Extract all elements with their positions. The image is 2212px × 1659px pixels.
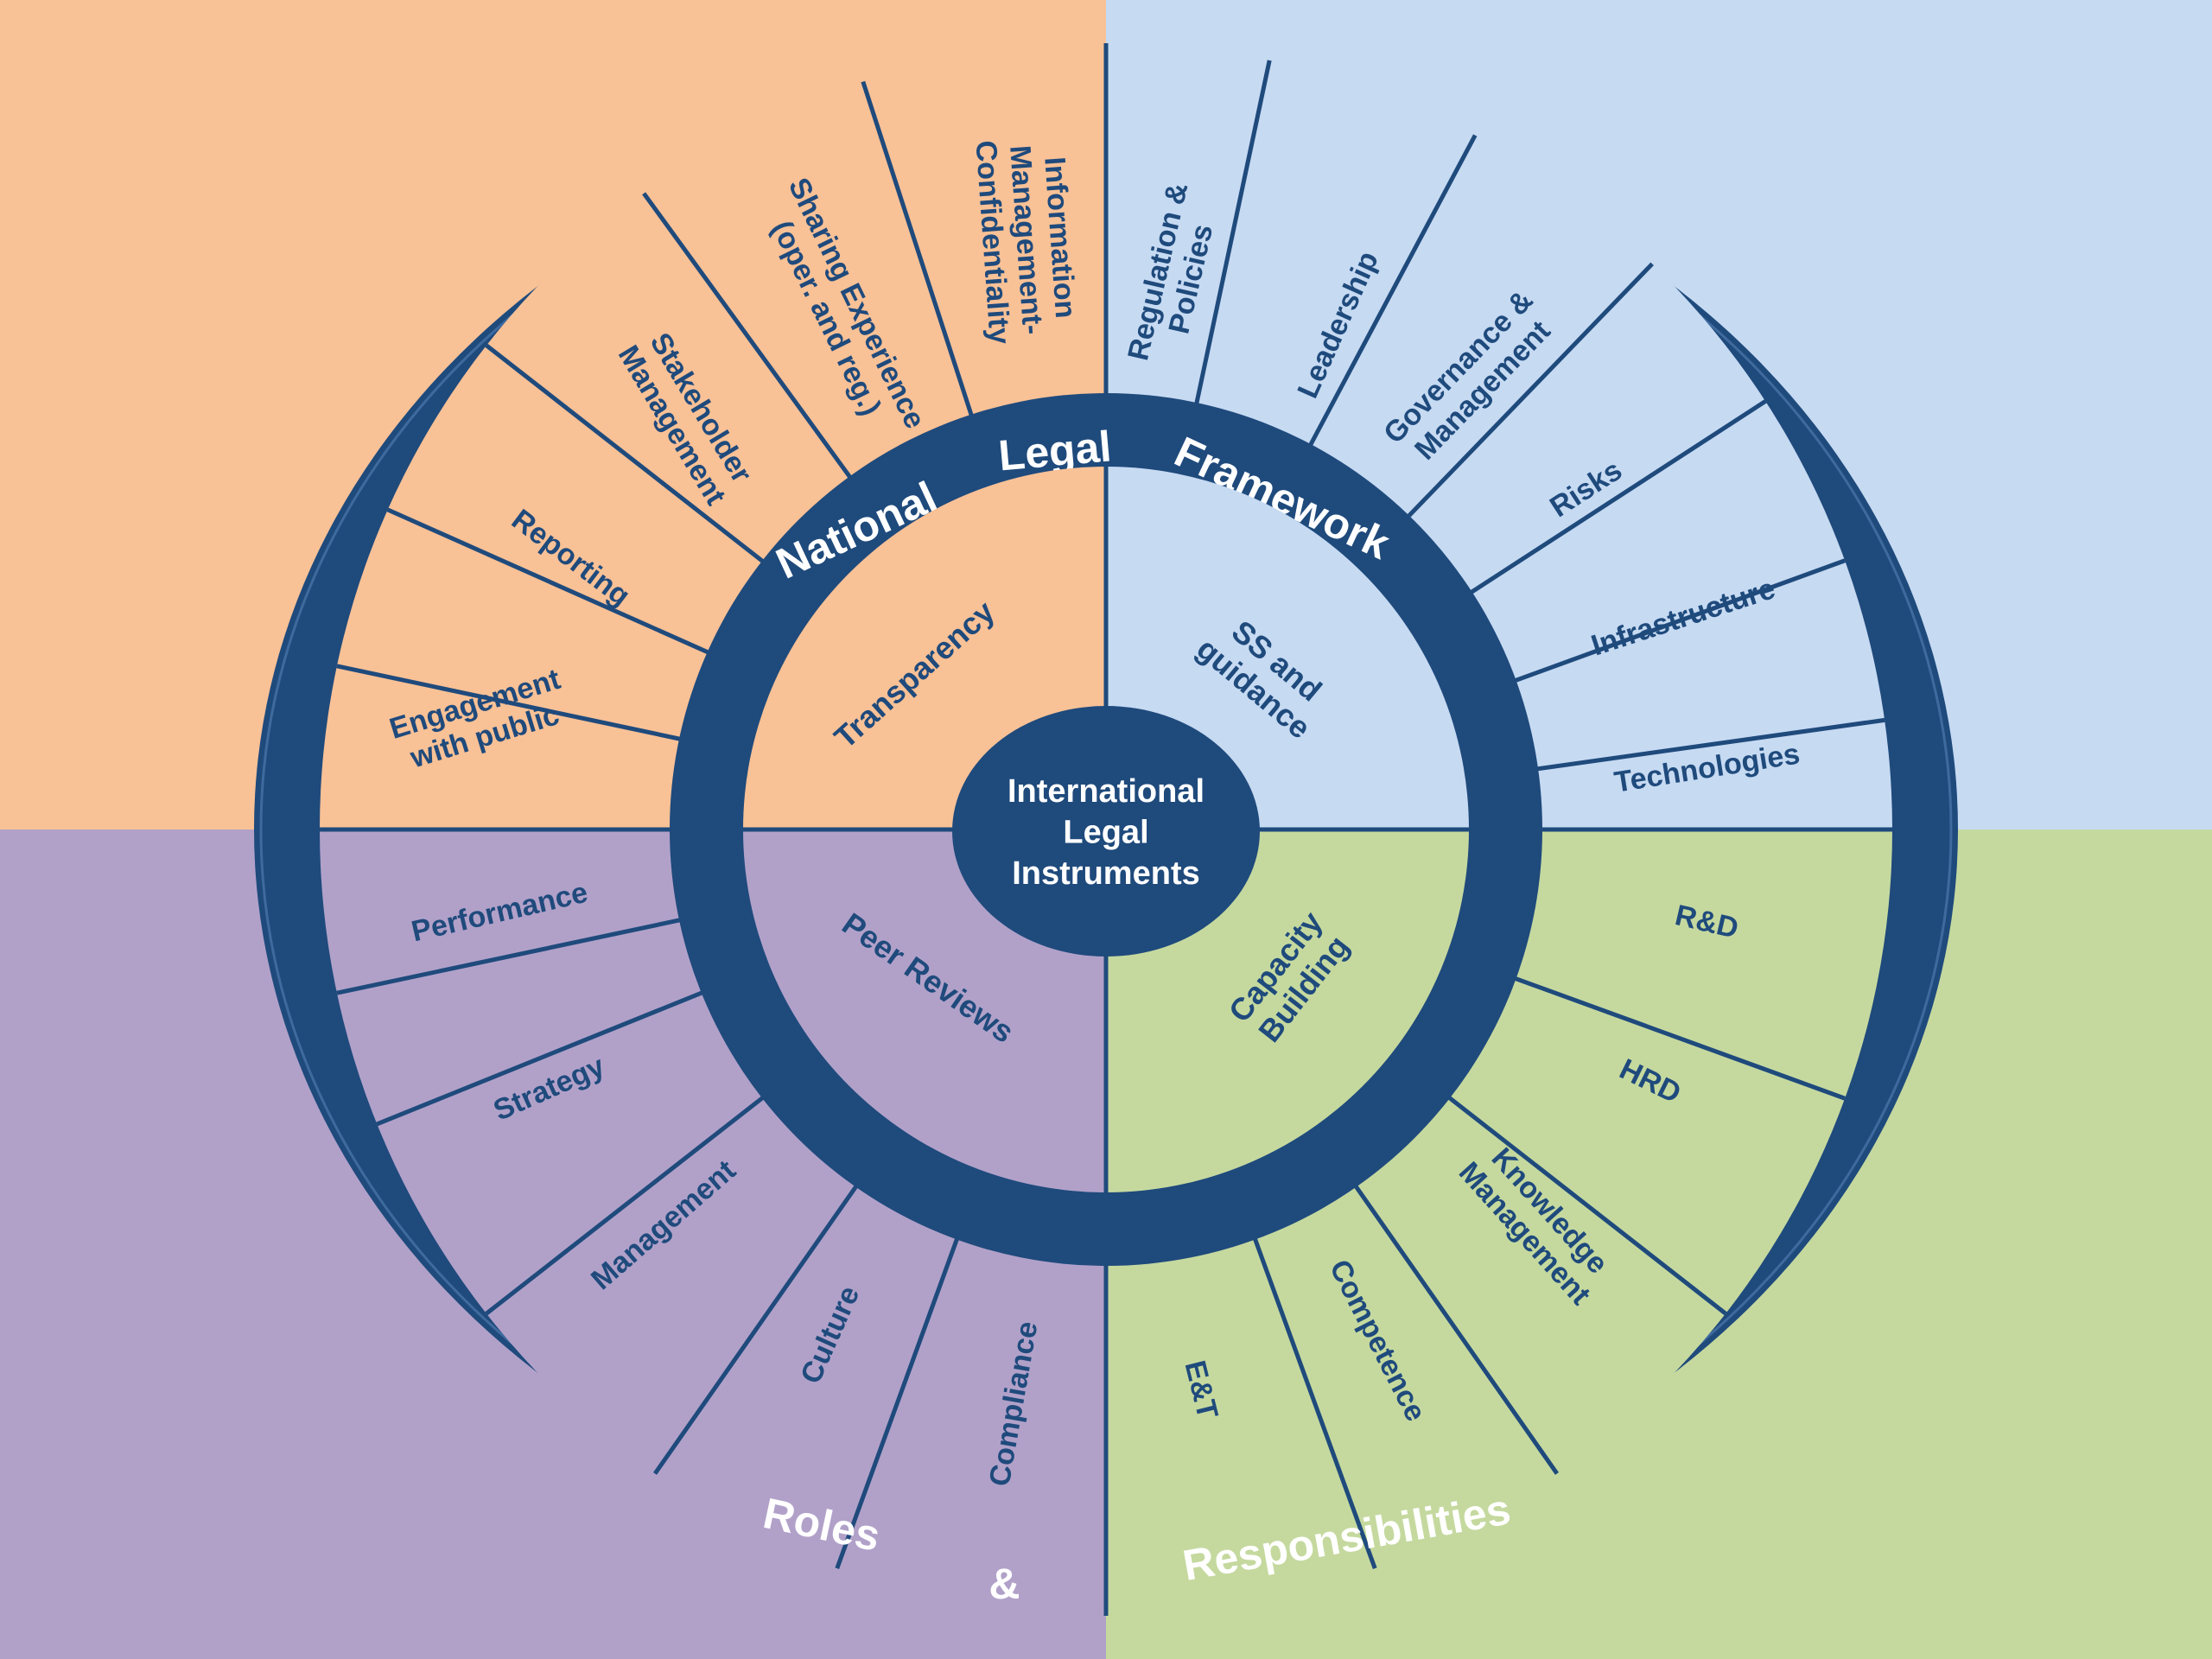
segment-divider (1294, 134, 1478, 473)
segment-divider (485, 1077, 788, 1316)
segment-divider (485, 343, 788, 582)
segment-divider (376, 979, 731, 1127)
segment-divider (1337, 1160, 1560, 1475)
segment-label-information-management-confidentiality: InformationManagement-Confidentiality (969, 135, 1084, 346)
segment-divider (1445, 399, 1767, 611)
segment-divider (1424, 1077, 1727, 1316)
segment-divider (1508, 717, 1885, 776)
center-label-line: International (1007, 773, 1205, 810)
segment-divider (1386, 262, 1654, 539)
center-label-line: Legal (1063, 814, 1148, 850)
segment-divider (861, 80, 983, 444)
segment-divider (1486, 966, 1846, 1101)
segment-divider (386, 507, 736, 667)
segment-divider (1486, 558, 1846, 693)
segment-divider (336, 912, 709, 995)
segment-divider (1243, 1210, 1377, 1569)
segment-divider (642, 192, 869, 503)
center-label-line: Instruments (1012, 855, 1199, 892)
ring-label-and: & (988, 1560, 1020, 1608)
segment-divider (336, 664, 709, 747)
segment-divider (835, 1210, 969, 1569)
segment-divider (1188, 60, 1272, 433)
center-ellipse (952, 706, 1260, 957)
segment-divider (652, 1160, 875, 1475)
